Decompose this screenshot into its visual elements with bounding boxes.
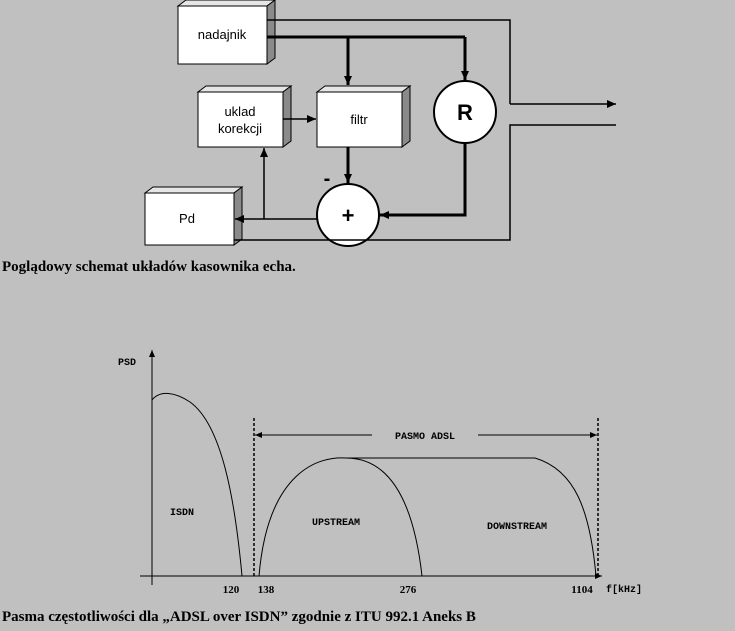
tick-1104: 1104 [571,584,593,596]
x-axis-label: f[kHz] [606,584,642,596]
tick-120: 120 [223,584,240,596]
tick-138: 138 [258,584,275,596]
block-diagram-caption: Poglądowy schemat układów kasownika echa… [2,259,296,275]
isdn-label: ISDN [170,508,194,519]
sum-label: + [342,203,355,228]
uklad-korekcji-box: uklad korekcji [196,85,293,148]
nadajnik-label: nadajnik [198,27,247,42]
range-label: PASMO ADSL [395,432,455,443]
psd-chart-caption: Pasma częstotliwości dla „ADSL over ISDN… [2,609,476,625]
filtr-label: filtr [350,112,368,127]
minus-sign: - [324,168,331,190]
psd-chart: PSD f[kHz] PASMO ADSL ISDN UPSTREAM DOWN… [118,350,642,596]
tick-276: 276 [400,584,417,596]
downstream-label: DOWNSTREAM [487,522,547,533]
nadajnik-box: nadajnik [176,0,276,65]
downstream-curve [346,457,597,577]
upstream-curve [258,457,423,577]
signal-lines [234,19,616,241]
isdn-curve [151,393,243,577]
pd-label: Pd [179,211,195,226]
r-label: R [457,100,473,125]
pd-box: Pd [143,186,244,246]
y-axis-label: PSD [118,358,136,369]
upstream-label: UPSTREAM [312,518,360,529]
filtr-box: filtr [315,85,412,148]
uklad-label-line2: korekcji [218,121,262,136]
sum-circle: + [316,183,380,247]
echo-canceller-diagram: nadajnik uklad korekcji filtr Pd R [143,0,616,247]
r-circle: R [433,80,497,144]
uklad-label-line1: uklad [224,104,255,119]
